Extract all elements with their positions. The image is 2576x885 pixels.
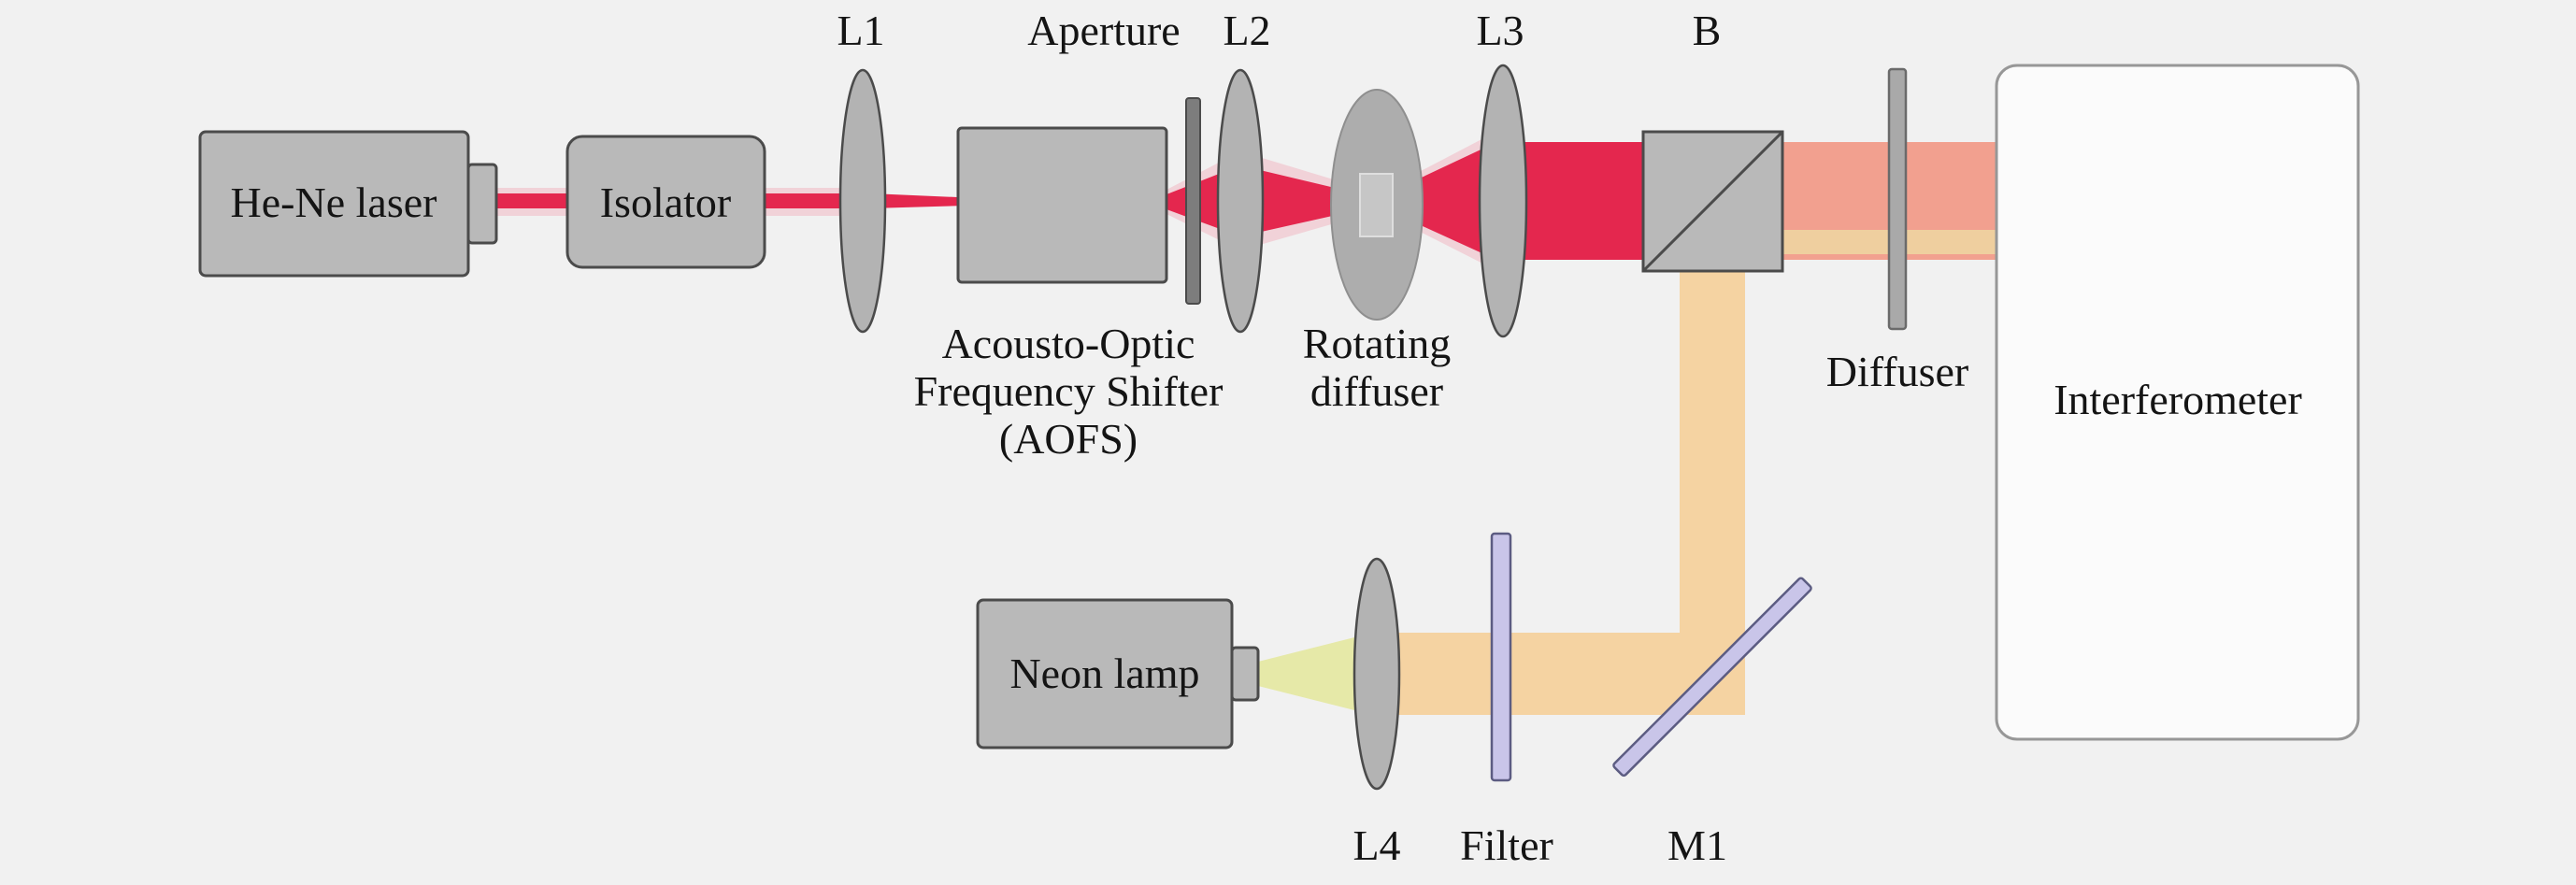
aofs-label-line2: Frequency Shifter xyxy=(914,367,1224,415)
beamsplitter-diagonal xyxy=(1641,130,1784,273)
rotating-diffuser-label-line2: diffuser xyxy=(1310,367,1443,415)
aofs-label-line1: Acousto-Optic xyxy=(942,320,1195,367)
lens-l4-label: L4 xyxy=(1352,821,1400,869)
mirror-m1 xyxy=(1612,577,1812,778)
diffuser-plate xyxy=(1887,67,1908,331)
isolator-body xyxy=(565,135,766,269)
lens-l3 xyxy=(1478,64,1528,338)
laser-beam-focusing xyxy=(1240,165,1374,236)
isolator-label: Isolator xyxy=(600,178,732,226)
aperture-label: Aperture xyxy=(1027,7,1180,54)
aofs-label-line3: (AOFS) xyxy=(999,415,1138,463)
laser-beam-collimated xyxy=(1503,142,1654,260)
laser-beam-expanding-2 xyxy=(1380,137,1507,264)
neon-lamp-label: Neon lamp xyxy=(1009,649,1199,697)
lens-l3-label: L3 xyxy=(1476,7,1524,54)
neon-lamp-nozzle xyxy=(1230,646,1260,702)
lens-l1 xyxy=(838,68,887,334)
lens-l2 xyxy=(1216,68,1265,334)
diffuser-label: Diffuser xyxy=(1826,348,1968,395)
neon-beam-cone xyxy=(1258,632,1377,716)
interferometer-body xyxy=(1995,64,2360,741)
rotating-diffuser-window xyxy=(1359,173,1394,237)
filter-label: Filter xyxy=(1460,821,1553,869)
beam-paths xyxy=(496,126,2005,716)
he-ne-laser-nozzle xyxy=(466,163,498,245)
lens-l2-label: L2 xyxy=(1223,7,1270,54)
mirror-m1-label: M1 xyxy=(1667,821,1727,869)
labels: He-Ne laser Isolator L1 Aperture L2 Acou… xyxy=(231,7,2302,869)
filter-plate xyxy=(1490,532,1512,782)
lens-l1-label: L1 xyxy=(837,7,884,54)
neon-beam-vertical xyxy=(1680,234,1745,715)
interferometer-label: Interferometer xyxy=(2054,376,2302,423)
aperture-slit xyxy=(1185,97,1201,305)
he-ne-laser-label: He-Ne laser xyxy=(231,178,437,226)
rotating-diffuser-label-line1: Rotating xyxy=(1303,320,1451,367)
components xyxy=(198,64,2360,791)
lens-l4 xyxy=(1352,557,1401,791)
aofs-body xyxy=(956,126,1168,284)
beamsplitter-label: B xyxy=(1693,7,1722,54)
